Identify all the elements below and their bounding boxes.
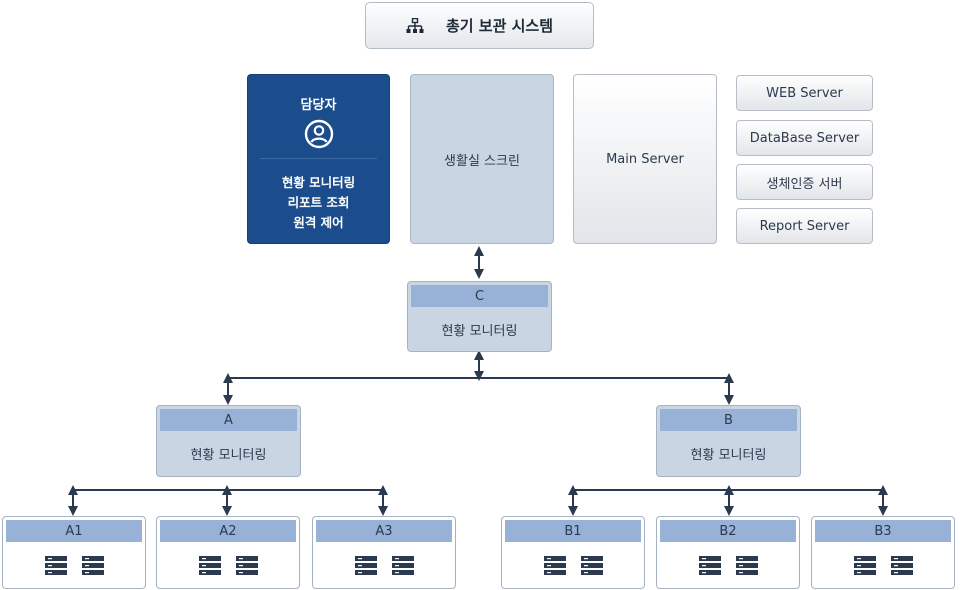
leaf-b2-racks (657, 556, 799, 579)
leaf-b3-header: B3 (815, 520, 951, 542)
leaf-a2-racks (157, 556, 299, 579)
server-rack-icon (543, 556, 566, 579)
system-title-box: 총기 보관 시스템 (365, 2, 594, 49)
node-b-header: B (660, 409, 797, 431)
node-b-label: 현황 모니터링 (690, 448, 767, 463)
node-c-header: C (411, 285, 548, 307)
web-server-box: WEB Server (736, 75, 873, 111)
leaf-a2: A2 (156, 516, 300, 589)
leaf-b2: B2 (656, 516, 800, 589)
report-server-box: Report Server (736, 208, 873, 244)
leaf-b3-racks (812, 556, 954, 579)
leaf-a3-racks (313, 556, 455, 579)
server-rack-icon (890, 556, 913, 579)
server-rack-icon (391, 556, 414, 579)
manager-divider (260, 158, 377, 159)
server-rack-icon (698, 556, 721, 579)
system-title: 총기 보관 시스템 (445, 17, 554, 35)
node-a: A 현황 모니터링 (156, 405, 301, 477)
server-rack-icon (81, 556, 104, 579)
node-a-label: 현황 모니터링 (190, 448, 267, 463)
leaf-a1-racks (3, 556, 145, 579)
leaf-b3: B3 (811, 516, 955, 589)
manager-title: 담당자 (300, 98, 337, 113)
leaf-a3: A3 (312, 516, 456, 589)
leaf-a3-header: A3 (316, 520, 452, 542)
server-rack-icon (580, 556, 603, 579)
server-rack-icon (198, 556, 221, 579)
database-server-box: DataBase Server (736, 120, 873, 156)
leaf-a1: A1 (2, 516, 146, 589)
biometric-server-box: 생체인증 서버 (736, 164, 873, 200)
web-server-label: WEB Server (766, 85, 843, 101)
node-c-label: 현황 모니터링 (441, 323, 518, 339)
server-rack-icon (44, 556, 67, 579)
node-c: C 현황 모니터링 (407, 281, 552, 352)
manager-duty-monitoring: 현황 모니터링 (281, 175, 356, 190)
user-circle-icon (304, 119, 334, 153)
leaf-a1-header: A1 (6, 520, 142, 542)
database-server-label: DataBase Server (749, 130, 860, 146)
node-a-header: A (160, 409, 297, 431)
manager-box: 담당자 현황 모니터링 리포트 조회 원격 제어 (247, 74, 390, 244)
report-server-label: Report Server (759, 218, 850, 234)
server-rack-icon (735, 556, 758, 579)
biometric-server-label: 생체인증 서버 (766, 176, 843, 192)
org-chart-icon (406, 17, 424, 34)
node-b: B 현황 모니터링 (656, 405, 801, 477)
server-rack-icon (853, 556, 876, 579)
main-server-box: Main Server (573, 74, 717, 244)
leaf-b1-racks (502, 556, 644, 579)
leaf-b2-header: B2 (660, 520, 796, 542)
barracks-screen-box: 생활실 스크린 (410, 74, 554, 244)
server-rack-icon (354, 556, 377, 579)
leaf-a2-header: A2 (160, 520, 296, 542)
manager-duty-report: 리포트 조회 (287, 195, 350, 210)
leaf-b1-header: B1 (505, 520, 641, 542)
manager-duty-remote: 원격 제어 (293, 215, 344, 230)
manager-duties: 현황 모니터링 리포트 조회 원격 제어 (248, 173, 389, 233)
leaf-b1: B1 (501, 516, 645, 589)
main-server-label: Main Server (606, 151, 684, 167)
barracks-screen-label: 생활실 스크린 (444, 153, 520, 169)
server-rack-icon (235, 556, 258, 579)
